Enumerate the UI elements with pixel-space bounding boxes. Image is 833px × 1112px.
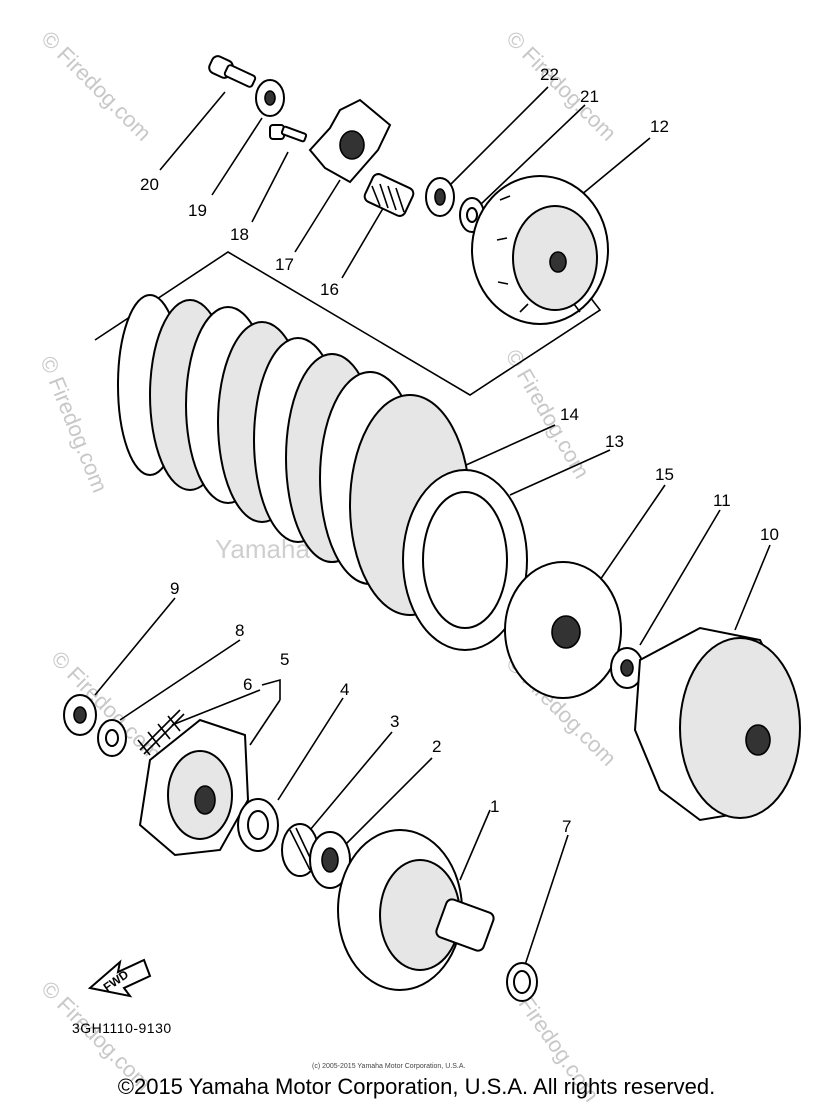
washer-9 (63, 694, 97, 736)
leader-lines (94, 86, 771, 966)
copyright-footer: ©2015 Yamaha Motor Corporation, U.S.A. A… (117, 1074, 716, 1099)
bearing-2 (309, 831, 351, 889)
part-label: 6 (243, 675, 252, 694)
part-label: 14 (560, 405, 579, 424)
part-label: 22 (540, 65, 559, 84)
bolt-20 (208, 55, 257, 88)
lock-washer-8 (97, 719, 127, 757)
watermark-site: © Firedog.com (36, 26, 156, 146)
washer-22 (425, 177, 455, 217)
part-label: 11 (713, 491, 731, 510)
clutch-housing-10 (633, 626, 801, 822)
part-label: 19 (188, 201, 207, 220)
part-label: 4 (340, 680, 349, 699)
shoe-assembly-5 (138, 718, 250, 857)
part-label: 1 (490, 797, 499, 816)
part-label: 3 (390, 712, 399, 731)
part-label: 5 (280, 650, 289, 669)
fwd-arrow: FWD (87, 958, 152, 998)
part-label: 16 (320, 280, 339, 299)
part-label: 17 (275, 255, 294, 274)
spring-6 (137, 709, 185, 756)
part-label: 10 (760, 525, 779, 544)
boss-12 (471, 175, 609, 325)
part-label: 21 (580, 87, 599, 106)
washer-7 (506, 962, 538, 1002)
pressure-plate-15 (504, 561, 622, 699)
bolt-18 (269, 124, 308, 143)
washer-11 (610, 647, 644, 689)
part-labels: 1 2 3 4 5 6 7 8 9 10 11 12 13 14 15 16 1… (140, 65, 779, 836)
spring-16 (363, 173, 415, 217)
part-label: 2 (432, 737, 441, 756)
part-label: 20 (140, 175, 159, 194)
small-copyright: (c) 2005-2015 Yamaha Motor Corporation, … (312, 1063, 465, 1070)
part-label: 12 (650, 117, 669, 136)
part-label: 18 (230, 225, 249, 244)
clutch-drum-1 (337, 829, 495, 991)
bearing-19 (255, 79, 285, 117)
part-label: 15 (655, 465, 674, 484)
diagram-code: 3GH1110-9130 (72, 1020, 172, 1036)
plate-stack (117, 294, 528, 651)
watermark-site: © Firedog.com (35, 353, 112, 496)
washer-4 (237, 798, 279, 852)
part-label: 13 (605, 432, 624, 451)
plate-17 (308, 98, 392, 184)
part-label: 9 (170, 579, 179, 598)
part-label: 8 (235, 621, 244, 640)
part-label: 7 (562, 817, 571, 836)
